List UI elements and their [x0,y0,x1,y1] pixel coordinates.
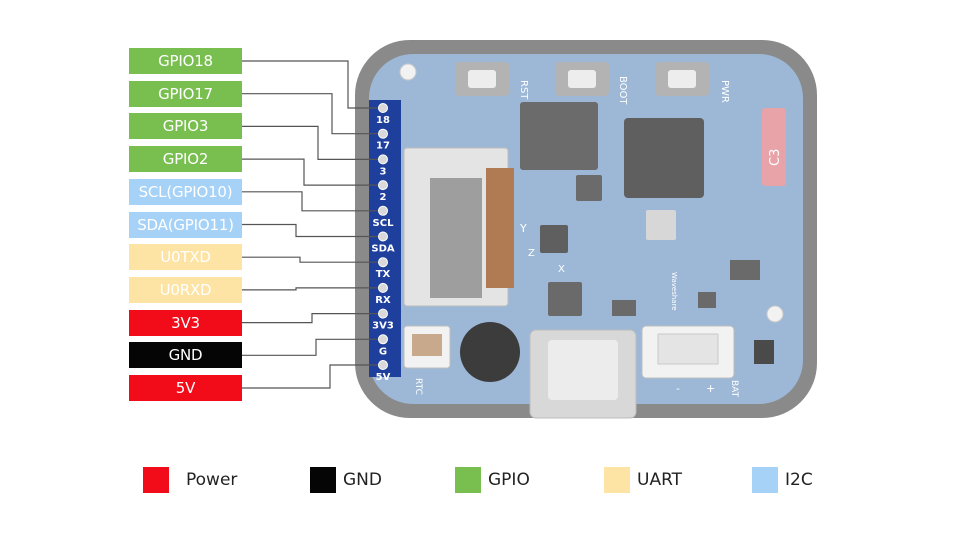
button-pwr-label: PWR [719,80,730,103]
header-pin-text: SCL [373,218,395,229]
mounting-hole [766,305,784,323]
pin-label-gnd: GND [129,342,242,369]
leader-line [242,60,378,109]
header-pin-text: 3 [380,166,387,177]
header-pin [378,308,388,319]
button-boot-label: BOOT [617,76,628,105]
header-pin-text: TX [376,269,391,280]
header-pin [378,257,388,268]
button-rst-label: RST [518,80,529,100]
regulator-chip [520,102,598,170]
inductor [548,282,582,316]
silk-y: Y [519,222,527,235]
bat-minus: - [676,382,680,395]
leader-lines [242,60,378,389]
legend-label-i2c: I2C [785,470,813,490]
header-pin [378,205,388,216]
header-pin-text: G [379,346,387,357]
header-pin-text: SDA [371,244,395,255]
header-pin-text: 2 [380,192,387,203]
pin-label-5v: 5V [129,375,242,401]
leader-line [242,338,378,356]
leader-line [242,125,378,160]
legend-label-gnd: GND [343,470,382,490]
antenna-chip [762,108,786,186]
pin-label-gpio17: GPIO17 [129,80,242,107]
header-pin [378,180,388,191]
usb-c-port-inner [548,340,618,400]
header-pin-text: 18 [376,115,390,126]
legend-label-power: Power [186,470,238,490]
mounting-hole [399,63,417,81]
leader-line [242,364,378,389]
transistor [612,300,636,316]
leader-line [242,287,378,291]
pin-label-sda-gpio11: SDA(GPIO11) [129,211,242,238]
legend-label-uart: UART [637,470,683,490]
pin-label-3v3: 3V3 [129,309,242,336]
legend-swatch-gpio [455,467,481,493]
bat-plus: + [706,382,715,395]
leader-line [242,158,378,186]
rtc-label: RTC [413,378,423,395]
component [754,340,774,364]
header-pin-text: 3V3 [372,321,394,332]
header-pin [378,128,388,139]
fpc-cable [486,168,514,288]
legend-swatch-uart [604,467,630,493]
button-rst [455,62,509,96]
silk-x: X [558,264,565,275]
header-pin [378,231,388,242]
pin-label-scl-gpio10: SCL(GPIO10) [129,178,242,205]
pin-label-gpio3: GPIO3 [129,113,242,140]
leader-line [242,256,378,263]
pin-label-u0txd: U0TXD [129,244,242,271]
button-pwr [655,62,709,96]
legend-swatch-gnd [310,467,336,493]
antenna-chip-label: C3 [768,149,783,166]
leader-line [242,223,378,238]
pin-label-gpio18: GPIO18 [129,48,242,74]
silk-z: Z [528,248,535,259]
header-pin [378,360,388,370]
legend-swatch-power [143,467,169,493]
mcu-chip [624,118,704,198]
leader-line [242,191,378,212]
header-pin [378,103,388,113]
header-pin-text: 5V [376,372,391,383]
transistor [730,260,760,280]
header-pin-text: 17 [376,141,390,152]
legend-swatch-i2c [752,467,778,493]
imu-chip [540,225,568,253]
fpc-slot [430,178,482,298]
leader-line [242,93,378,135]
pin-label-gpio2: GPIO2 [129,146,242,173]
transistor [698,292,716,308]
header-pin [378,154,388,165]
bat-label: BAT [729,380,739,398]
header-pin-text: RX [375,295,391,306]
small-chip [576,175,602,201]
crystal [646,210,676,240]
buzzer [460,322,520,382]
silk-brand: Waveshare [670,272,678,311]
pin-label-u0rxd: U0RXD [129,276,242,303]
legend-label-gpio: GPIO [488,470,530,490]
leader-line [242,313,378,324]
header-pin [378,334,388,345]
header-pin [378,282,388,293]
button-boot [555,62,609,96]
